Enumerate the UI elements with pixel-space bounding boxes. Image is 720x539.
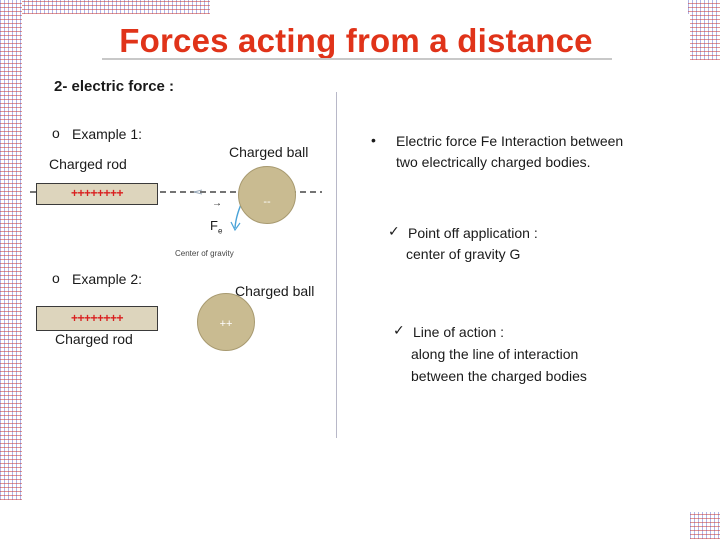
- center-of-gravity-label: Center of gravity: [175, 249, 234, 258]
- example1-rod-charges: ++++++++: [70, 186, 124, 200]
- grid-top-right: [688, 0, 720, 60]
- example2-ball-charges: ++: [219, 318, 233, 330]
- force-label-main: F: [210, 218, 218, 233]
- slide-title: Forces acting from a distance: [119, 22, 593, 59]
- slide: Forces acting from a distance 2- electri…: [22, 14, 690, 516]
- example2-rod-charges: ++++++++: [70, 311, 124, 325]
- point-of-application-line-1: Point off application :: [408, 225, 538, 241]
- line-check-icon: ✓: [393, 322, 405, 338]
- example2-bullet: o: [52, 270, 60, 286]
- example1-label: Example 1:: [72, 126, 143, 142]
- definition-line-2: two electrically charged bodies.: [396, 154, 591, 170]
- example1-ball-charges: --: [263, 196, 271, 208]
- definition-bullet: •: [371, 132, 376, 148]
- example2-charged-ball: ++: [197, 293, 255, 351]
- line-of-action-line-3: between the charged bodies: [411, 368, 587, 384]
- line-of-action-line-1: Line of action :: [413, 324, 505, 340]
- example1-rod-label: Charged rod: [49, 156, 127, 172]
- interaction-line: [30, 189, 322, 232]
- force-vector-arrow: →: [212, 198, 222, 209]
- example2-ball-label: Charged ball: [235, 283, 315, 299]
- grid-left-edge: [0, 0, 22, 500]
- force-label-sub: e: [217, 226, 223, 236]
- grid-bottom-right: [690, 512, 720, 539]
- example1-ball-label: Charged ball: [229, 144, 309, 160]
- section-heading: 2- electric force :: [54, 78, 175, 95]
- force-label: Fe: [210, 218, 222, 236]
- point-check-icon: ✓: [388, 223, 400, 239]
- example1-charged-ball: --: [238, 166, 296, 224]
- example2-charged-rod: ++++++++: [36, 306, 158, 331]
- example1-bullet: o: [52, 125, 60, 141]
- line-of-action-line-2: along the line of interaction: [411, 346, 579, 362]
- example1-charged-rod: ++++++++: [36, 183, 158, 205]
- column-divider: [336, 92, 337, 438]
- example2-rod-label: Charged rod: [55, 331, 133, 347]
- definition-line-1: Electric force Fe Interaction between: [396, 133, 624, 149]
- title-underline: [102, 58, 612, 60]
- example2-label: Example 2:: [72, 271, 143, 287]
- point-of-application-line-2: center of gravity G: [406, 246, 521, 262]
- grid-top-left: [0, 0, 210, 14]
